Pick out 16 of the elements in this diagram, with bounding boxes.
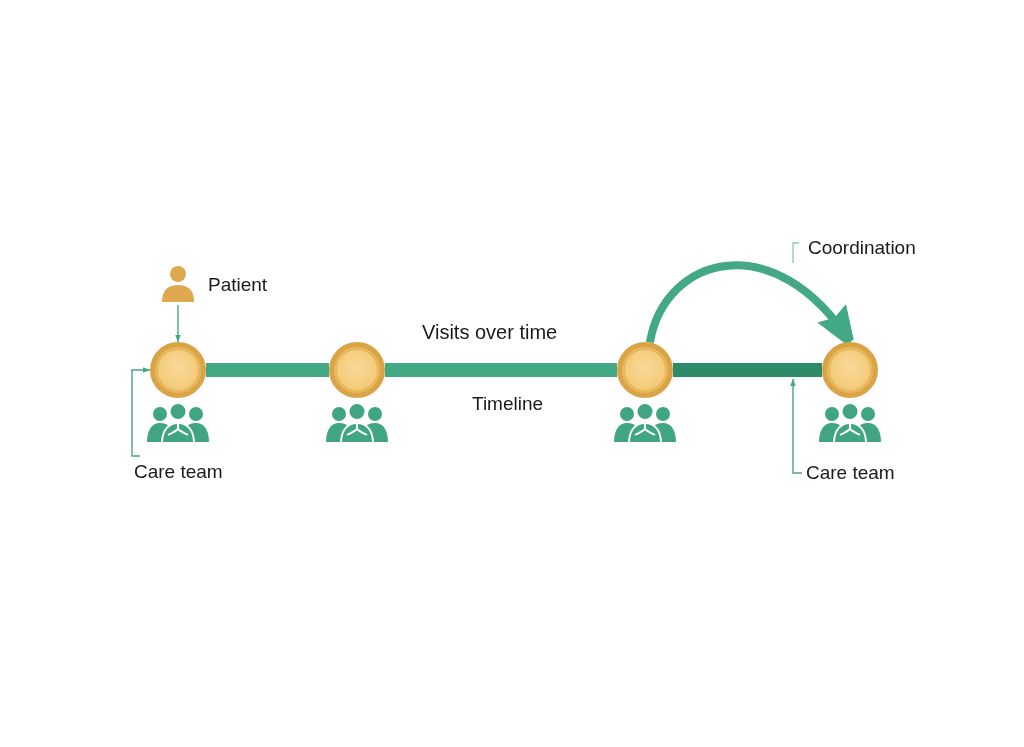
timeline-bar	[673, 363, 822, 377]
visit-circle	[150, 342, 206, 398]
leader-line	[790, 378, 803, 474]
text-label: Visits over time	[422, 320, 558, 344]
visit-circle	[822, 342, 878, 398]
caption-text: Patient	[208, 273, 268, 297]
callout-label: Care team	[806, 461, 895, 485]
leader-line	[131, 367, 151, 457]
timeline-bar	[206, 363, 329, 377]
callout-label: Care team	[134, 460, 223, 484]
person-icon	[161, 266, 195, 302]
visit-circle	[617, 342, 673, 398]
timeline-bar	[385, 363, 617, 377]
arrow	[175, 304, 181, 343]
visit-circle	[329, 342, 385, 398]
text-label: Timeline	[472, 392, 544, 416]
